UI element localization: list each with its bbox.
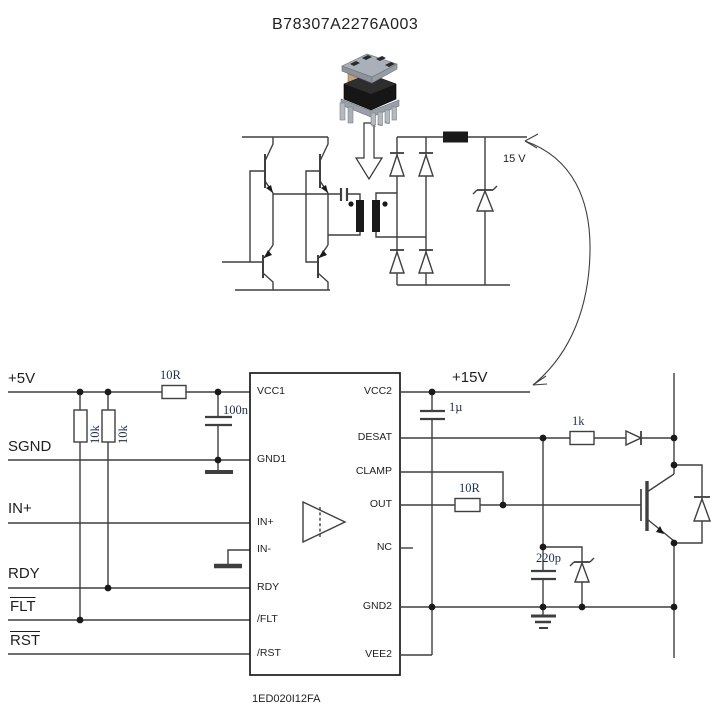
transformer-symbol: [328, 192, 426, 238]
upper-output-voltage-label: 15 V: [503, 153, 526, 165]
pin-flt: /FLT: [257, 613, 278, 625]
transformer-photo: [339, 53, 400, 127]
output-side-wires: [400, 391, 674, 656]
down-arrow: [354, 122, 384, 181]
pin-vee2: VEE2: [365, 648, 392, 660]
page-title: B78307A2276A003: [272, 16, 419, 33]
pullup-resistors: [73, 392, 116, 620]
driver-ic-box: [249, 372, 401, 676]
ic-part-number: 1ED020I12FA: [252, 693, 321, 705]
pin-vcc2: VCC2: [363, 385, 392, 397]
plus-15v-label: +15V: [452, 369, 488, 386]
value-r-pull-rdy: 10k: [116, 425, 130, 444]
desat-diode: [625, 429, 643, 447]
pin-in-plus: IN+: [257, 516, 274, 528]
value-r-gate: 10R: [459, 481, 480, 495]
buffer-symbol: [302, 500, 347, 544]
rectifier-bridge: [389, 131, 527, 286]
push-pull-bridge: [222, 136, 330, 291]
igbt: [640, 373, 711, 658]
signal-label-5v: +5V: [8, 370, 36, 387]
clip-slots: [350, 55, 395, 67]
value-r-pull-flt: 10k: [88, 425, 102, 444]
value-c-clamp: 220p: [536, 551, 561, 565]
freewheel-diode: [693, 496, 711, 522]
pin-gnd1: GND1: [257, 453, 287, 465]
signal-label-sgnd: SGND: [8, 438, 52, 455]
in-minus-ground: [214, 549, 250, 569]
clamp-network: [531, 546, 595, 629]
vcc1-filter: [161, 384, 233, 474]
value-r-desat: 1k: [572, 414, 585, 428]
signal-label-flt: FLT: [10, 598, 36, 615]
pin-rdy: RDY: [257, 581, 280, 593]
igbt-emitter-arrow: [656, 526, 664, 534]
gate-resistor: [454, 497, 481, 513]
value-c-vcc1: 100n: [223, 403, 248, 417]
winding-dot-secondary: [382, 201, 388, 207]
curved-arrow: [524, 133, 591, 386]
zener-diode-15v: [472, 137, 498, 285]
output-choke: [443, 131, 468, 143]
signal-label-rst: RST: [10, 632, 40, 649]
pin-gnd2: GND2: [362, 600, 392, 612]
pin-desat: DESAT: [357, 431, 392, 443]
signal-label-in-plus: IN+: [8, 500, 32, 517]
pin-nc: NC: [376, 541, 392, 553]
pin-vcc1: VCC1: [257, 385, 286, 397]
pin-in-minus: IN-: [257, 543, 271, 555]
bjt-arrows: [264, 185, 328, 258]
pin-rst: /RST: [257, 647, 281, 659]
desat-resistor: [569, 430, 595, 446]
winding-dot-primary: [348, 201, 354, 207]
value-r-vcc1: 10R: [160, 368, 181, 382]
junction-dots: [76, 388, 678, 624]
pin-out: OUT: [369, 498, 392, 510]
input-signal-wires: [8, 391, 250, 655]
value-c-vcc2: 1µ: [449, 400, 463, 414]
signal-label-rdy: RDY: [8, 565, 40, 582]
series-capacitor: [273, 188, 361, 201]
pin-clamp: CLAMP: [355, 465, 392, 477]
